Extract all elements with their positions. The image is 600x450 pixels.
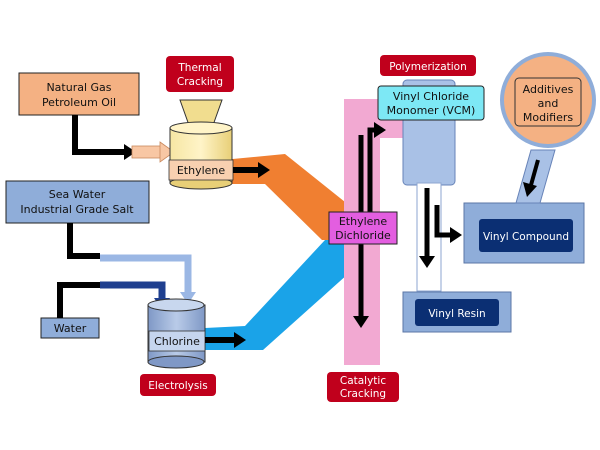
edc-line2: Dichloride <box>335 229 391 242</box>
additives-line2: and <box>538 97 559 110</box>
column-down-arrowhead <box>353 316 369 328</box>
vcm-line1: Vinyl Chloride <box>393 90 469 103</box>
feed-arrowhead <box>159 141 175 163</box>
edc-line1: Ethylene <box>339 215 388 228</box>
natural-gas-arrow <box>72 115 124 155</box>
additives-line3: Modifiers <box>523 111 573 124</box>
sea-water-box <box>5 180 150 224</box>
to-compound-arrowhead <box>450 227 462 243</box>
catalytic-cracking-badge <box>327 372 399 402</box>
catalytic-label: Catalytic <box>340 375 386 387</box>
water-label: Water <box>54 322 87 335</box>
natural-gas-arrowhead <box>124 144 136 160</box>
cracking-label: Cracking <box>177 76 223 88</box>
natural-gas-box <box>18 72 140 116</box>
water-box <box>40 317 100 339</box>
sea-water-label: Sea Water <box>49 188 106 201</box>
to-compound-arrow <box>434 205 452 238</box>
electrolysis-bottom <box>147 355 205 369</box>
electrolysis-badge <box>140 374 216 396</box>
brine-arrowhead <box>180 292 196 304</box>
electrolysis-top <box>147 298 205 312</box>
natural-gas-label: Natural Gas <box>46 81 111 94</box>
catalytic-cracking-label: Cracking <box>340 388 386 400</box>
additives-feed <box>515 149 556 204</box>
vinyl-resin-label: Vinyl Resin <box>428 308 485 320</box>
ethylene-arrowhead <box>258 162 270 178</box>
chlorine-label: Chlorine <box>154 335 200 348</box>
column-up-arrowhead <box>374 122 386 138</box>
polymerization-badge <box>380 55 476 76</box>
thermal-cracking-badge <box>166 56 234 92</box>
additives-arrowhead <box>523 182 537 197</box>
ethylene-label: Ethylene <box>177 164 226 177</box>
brine-pipe <box>100 254 192 296</box>
vcm-box <box>377 85 485 121</box>
vinyl-compound-box <box>479 219 573 252</box>
feed-arrow <box>131 145 163 159</box>
ethylene-flow <box>222 154 355 240</box>
to-resin-arrowhead <box>419 256 435 268</box>
column-to-vcm-connector <box>378 118 408 138</box>
water-pipe <box>100 281 166 300</box>
polymerization-label: Polymerization <box>389 61 467 73</box>
edc-box <box>328 211 398 245</box>
water-arrow <box>57 282 100 318</box>
additives-arrow <box>529 159 540 186</box>
sea-water-arrow <box>67 223 100 259</box>
industrial-salt-label: Industrial Grade Salt <box>20 203 134 216</box>
chlorine-flow <box>205 240 358 350</box>
petroleum-oil-label: Petroleum Oil <box>42 96 116 109</box>
chlorine-arrowhead <box>234 332 246 348</box>
vcm-line2: Monomer (VCM) <box>387 104 476 117</box>
thermal-label: Thermal <box>177 62 221 74</box>
vinyl-resin-box <box>415 299 499 326</box>
additives-box <box>514 77 582 127</box>
vinyl-compound-label: Vinyl Compound <box>483 231 569 243</box>
electrolysis-label: Electrolysis <box>148 380 207 392</box>
cracker-top <box>169 121 233 135</box>
additives-line1: Additives <box>523 83 574 96</box>
